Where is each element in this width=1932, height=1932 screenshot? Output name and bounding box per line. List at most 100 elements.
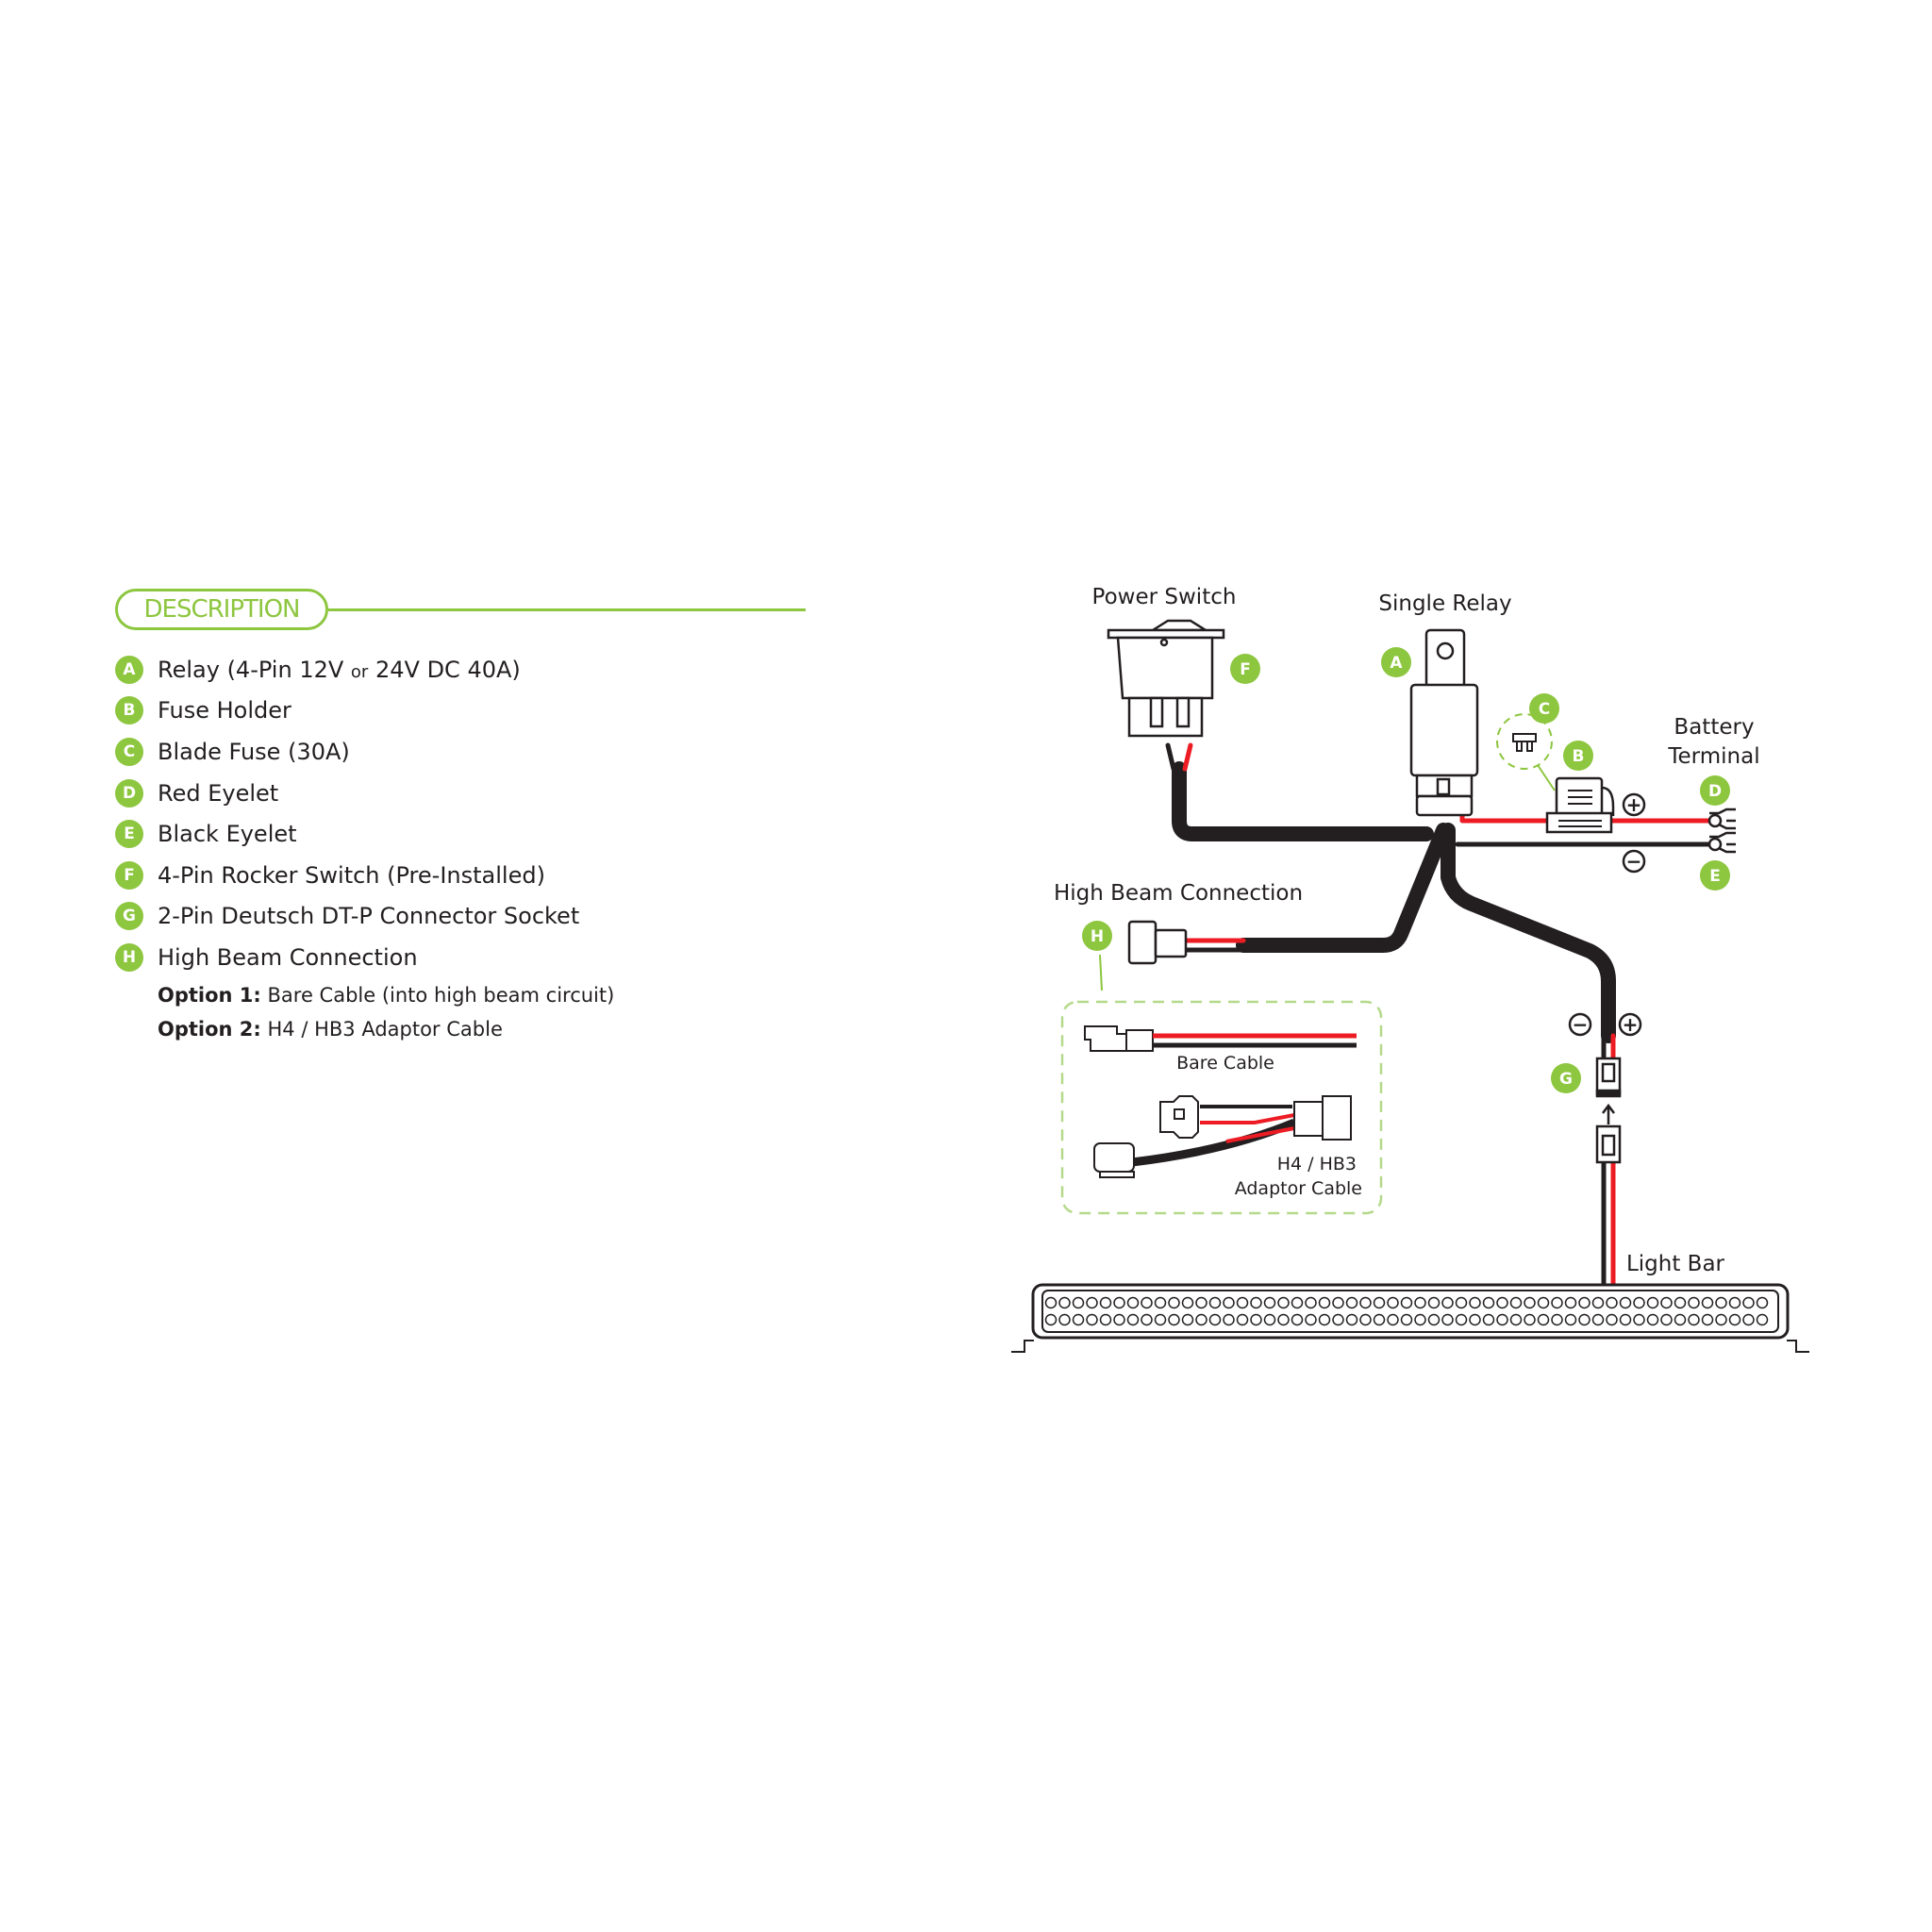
led-icon: [1181, 1296, 1194, 1309]
led-icon: [1551, 1313, 1563, 1326]
led-icon: [1291, 1313, 1304, 1326]
led-icon: [1208, 1296, 1222, 1309]
description-heading: DESCRIPTION: [115, 589, 328, 630]
led-icon: [1099, 1296, 1112, 1309]
led-icon: [1509, 1313, 1523, 1326]
led-icon: [1223, 1313, 1235, 1326]
led-icon: [1742, 1296, 1755, 1309]
badge-a: A: [115, 655, 143, 684]
led-icon: [1591, 1313, 1605, 1326]
svg-text:D: D: [1708, 782, 1722, 801]
deutsch-connector-icon: [1595, 1057, 1622, 1164]
led-icon: [1044, 1296, 1058, 1309]
led-icon: [1496, 1296, 1508, 1309]
svg-text:F: F: [1240, 660, 1251, 679]
led-icon: [1168, 1313, 1180, 1326]
led-icon: [1387, 1296, 1399, 1309]
bare-cable-label: Bare Cable: [1176, 1053, 1274, 1074]
led-icon: [1715, 1296, 1727, 1309]
item-label: Black Eyelet: [158, 821, 297, 848]
led-icon: [1058, 1296, 1071, 1309]
led-icon: [1373, 1313, 1386, 1326]
lightbar-cable: [1441, 823, 1616, 1043]
led-icon: [1250, 1296, 1262, 1309]
led-icon: [1332, 1296, 1344, 1309]
item-label: 2-Pin Deutsch DT-P Connector Socket: [158, 903, 580, 930]
option-2: Option 2: H4 / HB3 Adaptor Cable: [158, 1017, 503, 1041]
led-icon: [1305, 1296, 1317, 1309]
adaptor-cable-label: Adaptor Cable: [1235, 1178, 1362, 1199]
led-icon: [1742, 1313, 1755, 1326]
led-icon: [1674, 1296, 1687, 1309]
badge-b: B: [115, 696, 143, 725]
plus-icon: [1618, 1012, 1642, 1037]
led-icon: [1688, 1313, 1700, 1326]
led-icon: [1099, 1313, 1112, 1326]
item-label: Relay (4-Pin 12V or 24V DC 40A): [158, 656, 521, 683]
minus-icon: [1568, 1012, 1592, 1037]
led-icon: [1524, 1313, 1536, 1326]
led-icon: [1263, 1313, 1276, 1326]
relay-icon: [1409, 628, 1479, 817]
blade-fuse-icon: [1512, 733, 1537, 752]
led-icon: [1113, 1313, 1125, 1326]
led-icon: [1469, 1313, 1481, 1326]
component-list: A Relay (4-Pin 12V or 24V DC 40A) B Fuse H…: [115, 649, 614, 1046]
led-icon: [1633, 1296, 1645, 1309]
badge-e: E: [1700, 860, 1730, 891]
led-icon: [1044, 1313, 1058, 1326]
heading-divider: [328, 608, 806, 611]
list-item: B Fuse Holder: [115, 691, 614, 732]
badge-d: D: [1700, 775, 1730, 806]
led-icon: [1263, 1296, 1276, 1309]
led-icon: [1537, 1296, 1550, 1309]
led-icon: [1646, 1313, 1659, 1326]
led-icon: [1524, 1296, 1536, 1309]
badge-f: F: [115, 860, 143, 890]
led-icon: [1496, 1313, 1508, 1326]
svg-text:G: G: [1559, 1070, 1573, 1089]
led-icon: [1195, 1313, 1208, 1326]
led-icon: [1277, 1313, 1290, 1326]
battery-terminal-label: Battery: [1674, 715, 1754, 740]
led-icon: [1701, 1313, 1714, 1326]
led-icon: [1359, 1296, 1372, 1309]
led-icon: [1619, 1296, 1632, 1309]
item-label: Fuse Holder: [158, 697, 291, 724]
badge-f: F: [1230, 654, 1260, 684]
led-icon: [1181, 1313, 1194, 1326]
badge-c: C: [1529, 693, 1559, 724]
led-icon: [1250, 1313, 1262, 1326]
led-icon: [1318, 1296, 1331, 1309]
high-beam-connection-label: High Beam Connection: [1054, 881, 1303, 906]
led-icon: [1509, 1296, 1523, 1309]
led-icon: [1236, 1313, 1249, 1326]
led-icon: [1578, 1296, 1591, 1309]
led-icon: [1564, 1313, 1577, 1326]
led-icon: [1591, 1296, 1605, 1309]
led-icon: [1086, 1296, 1098, 1309]
badge-e: E: [115, 820, 143, 849]
led-icon: [1126, 1313, 1140, 1326]
option-1: Option 1: Bare Cable (into high beam cir…: [158, 983, 615, 1007]
led-icon: [1715, 1313, 1727, 1326]
badge-c: C: [115, 737, 143, 766]
light-bar-icon: [1011, 1283, 1809, 1353]
led-icon: [1537, 1313, 1550, 1326]
led-icon: [1277, 1296, 1290, 1309]
svg-text:−: −: [1626, 850, 1642, 873]
led-icon: [1400, 1313, 1413, 1326]
led-icon: [1345, 1313, 1358, 1326]
led-icon: [1551, 1296, 1563, 1309]
single-relay-label: Single Relay: [1378, 591, 1511, 616]
led-icon: [1427, 1313, 1441, 1326]
led-icon: [1674, 1313, 1687, 1326]
item-label: Red Eyelet: [158, 779, 279, 807]
svg-text:A: A: [1390, 654, 1403, 673]
led-icon: [1756, 1296, 1769, 1309]
led-icon: [1660, 1296, 1673, 1309]
led-icon: [1728, 1313, 1741, 1326]
led-icon: [1332, 1313, 1344, 1326]
